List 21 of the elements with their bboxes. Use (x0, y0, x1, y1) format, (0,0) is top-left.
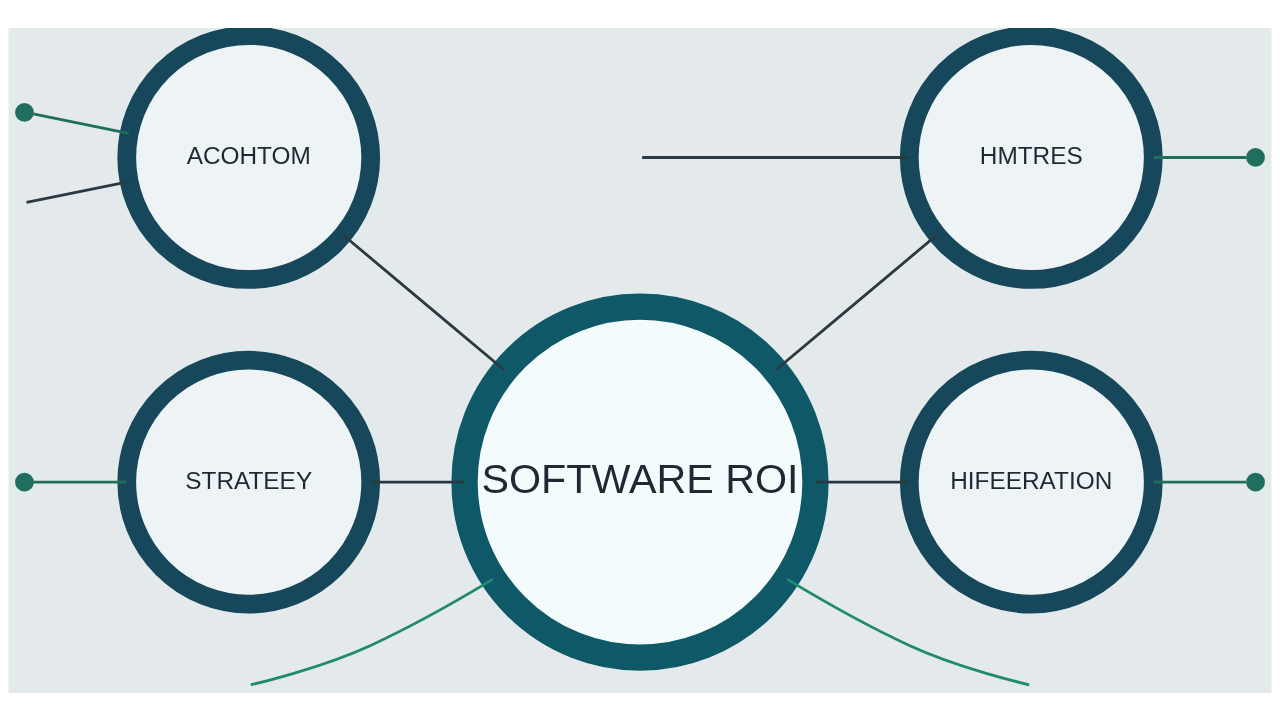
connector (642, 155, 909, 159)
node-circle: ACOHTOM (117, 27, 381, 289)
connector (815, 480, 909, 484)
connector (1153, 155, 1247, 159)
connector (1153, 480, 1247, 484)
node-circle (1246, 472, 1265, 492)
connector (250, 577, 494, 686)
node-circle: STRATEEY (117, 350, 381, 613)
node-circle: HIFEERATION (899, 350, 1163, 613)
connector (32, 111, 129, 135)
node-circle (1246, 147, 1265, 167)
node-circle (15, 472, 34, 492)
connector (786, 577, 1030, 686)
node-circle (15, 102, 34, 122)
node-circle: HMTRES (899, 27, 1163, 289)
connector (33, 480, 127, 484)
connector (371, 480, 465, 484)
connector (26, 179, 130, 204)
node-circle: SOFTWARE ROI (451, 293, 829, 671)
connector (342, 233, 506, 371)
connector (774, 233, 938, 371)
